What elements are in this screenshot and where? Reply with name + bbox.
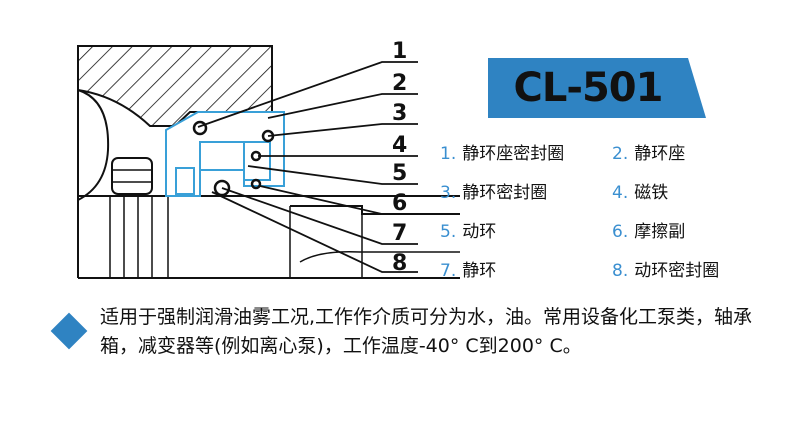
- description-bullet-icon: [50, 312, 88, 350]
- legend-num: 1.: [440, 144, 457, 164]
- callout-3: 3: [392, 101, 407, 126]
- model-title: CL-501: [513, 65, 664, 111]
- leader-lines: [197, 61, 418, 273]
- legend-label: 静环座: [634, 144, 686, 164]
- legend-item-5: 5.动环: [440, 217, 496, 242]
- legend-label: 静环: [462, 261, 497, 281]
- legend-label: 摩擦副: [634, 222, 686, 242]
- legend-label: 动环: [462, 222, 497, 242]
- title-banner: [488, 58, 706, 118]
- legend-num: 3.: [440, 183, 457, 203]
- callout-numbers: 1 2 3 4 5 6 7 8: [392, 39, 407, 276]
- legend-label: 静环座密封圈: [462, 144, 565, 164]
- legend-item-4: 4.磁铁: [612, 178, 668, 203]
- legend-num: 4.: [612, 183, 629, 203]
- callout-8: 8: [392, 251, 407, 276]
- seal-assembly: [165, 111, 285, 197]
- legend-item-1: 1.静环座密封圈: [440, 139, 564, 164]
- description-text: 适用于强制润滑油雾工况,工作作介质可分为水，油。常用设备化工泵类，轴承箱，减变器…: [100, 306, 753, 357]
- legend-num: 2.: [612, 144, 629, 164]
- housing: [77, 45, 273, 127]
- legend-item-8: 8.动环密封圈: [612, 256, 719, 281]
- legend-label: 静环密封圈: [462, 183, 548, 203]
- callout-6: 6: [392, 191, 407, 216]
- callout-2: 2: [392, 71, 407, 96]
- legend-item-7: 7.静环: [440, 256, 496, 281]
- housing-arc: [77, 89, 110, 201]
- seal-cross-section-drawing: 1 2 3 4 5 6 7 8: [77, 39, 460, 279]
- set-screw: [111, 157, 153, 195]
- static-ring: [175, 167, 195, 195]
- legend-num: 6.: [612, 222, 629, 242]
- legend-num: 8.: [612, 261, 629, 281]
- legend-item-2: 2.静环座: [612, 139, 685, 164]
- legend-item-6: 6.摩擦副: [612, 217, 685, 242]
- legend-label: 动环密封圈: [634, 261, 720, 281]
- legend-num: 7.: [440, 261, 457, 281]
- callout-1: 1: [392, 39, 407, 64]
- legend-num: 5.: [440, 222, 457, 242]
- callout-7: 7: [392, 221, 407, 246]
- callout-5: 5: [392, 161, 407, 186]
- callout-4: 4: [392, 133, 407, 158]
- legend-label: 磁铁: [634, 183, 669, 203]
- shaft: [109, 196, 363, 278]
- legend-item-3: 3.静环密封圈: [440, 178, 547, 203]
